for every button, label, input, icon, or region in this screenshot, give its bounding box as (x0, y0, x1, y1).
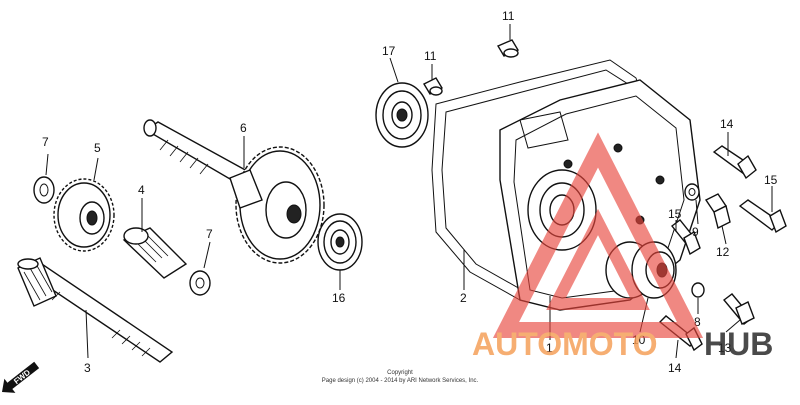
callout-15-mid: 15 (668, 207, 682, 221)
callout-2: 2 (460, 291, 467, 305)
part-4-countershaft (122, 227, 188, 279)
callout-8: 8 (694, 315, 701, 329)
part-13-bolt (722, 293, 755, 325)
part-3-drive-shaft (17, 257, 174, 363)
watermark-text-automoto: AUTOMOTO (472, 326, 657, 362)
part-16-bearing (317, 213, 363, 271)
part-15-bolt-mid (671, 219, 701, 256)
callout-1: 1 (546, 341, 553, 355)
part-5-gear (53, 178, 115, 252)
part-14-bolt-upper (712, 145, 757, 180)
watermark-triangle-icon (492, 132, 704, 338)
callout-13: 13 (718, 341, 732, 355)
copyright-line-2: Page design (c) 2004 - 2014 by ARI Netwo… (322, 378, 479, 384)
part-15-bolt-right (738, 199, 787, 234)
callout-11-mid: 11 (424, 49, 437, 63)
callout-14-upper: 14 (720, 117, 734, 131)
callout-7-right: 7 (206, 227, 213, 241)
part-7-washer-right (189, 270, 211, 296)
part-12-bolt (704, 193, 731, 230)
callout-4: 4 (138, 183, 145, 197)
copyright-line-1: Copyright (387, 370, 413, 376)
part-8-washer (691, 282, 705, 298)
callout-9: 9 (692, 225, 699, 239)
part-11-dowel-top (496, 39, 520, 58)
watermark-text-hub: HUB (704, 326, 773, 362)
part-6-output-shaft-gear (143, 119, 325, 264)
callout-12: 12 (716, 245, 730, 259)
callout-15-right: 15 (764, 173, 778, 187)
callout-17: 17 (382, 44, 396, 58)
callout-16: 16 (332, 291, 346, 305)
callout-3: 3 (84, 361, 91, 375)
fwd-arrow-icon: FWD (2, 361, 40, 393)
callout-6: 6 (240, 121, 247, 135)
callout-5: 5 (94, 141, 101, 155)
part-7-washer-left (33, 176, 55, 204)
watermark: AUTOMOTO HUB (472, 132, 773, 362)
part-11-dowel-mid (423, 77, 443, 96)
callout-7-left: 7 (42, 135, 49, 149)
callout-11-top: 11 (502, 9, 515, 23)
part-9-washer (684, 183, 700, 201)
part-17-bearing (375, 82, 429, 148)
callout-14-lower: 14 (668, 361, 682, 375)
